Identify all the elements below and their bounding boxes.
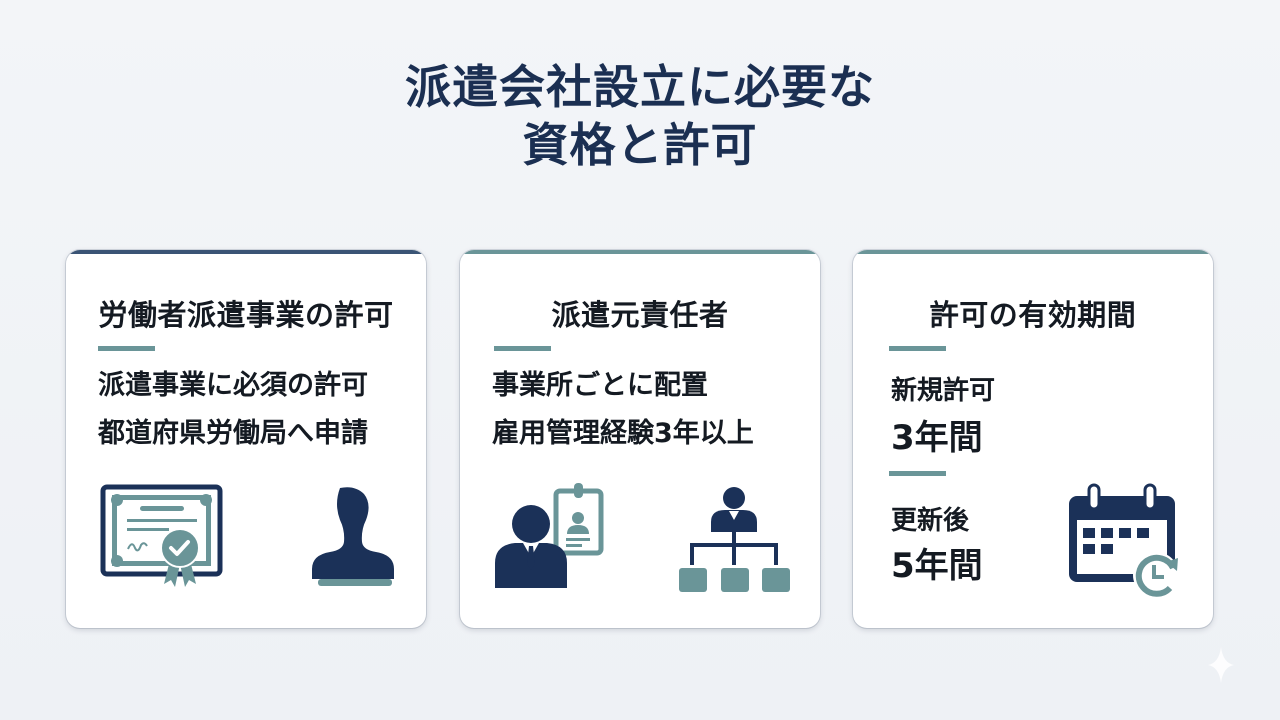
new-license-value: 3年間 [891,418,983,458]
card-dispatch-manager: 派遣元責任者 事業所ごとに配置 雇用管理経験3年以上 [460,250,820,628]
card-title: 労働者派遣事業の許可 [98,298,394,332]
card-license-validity: 許可の有効期間 新規許可 3年間 更新後 5年間 [853,250,1213,628]
certificate-icon [100,484,223,587]
card-line: 都道府県労働局へ申請 [98,418,368,449]
new-license-label: 新規許可 [891,376,996,406]
divider [494,346,551,351]
card-title: 派遣元責任者 [551,298,729,332]
renewal-label: 更新後 [891,506,970,536]
page-title-line-2: 資格と許可 [522,118,758,172]
divider [889,346,946,351]
divider [98,346,155,351]
card-title: 許可の有効期間 [929,298,1137,332]
calendar-renew-icon [1069,483,1179,598]
divider [889,471,946,476]
stamp-icon [312,487,394,586]
card-line: 派遣事業に必須の許可 [98,370,368,401]
card-dispatch-license: 労働者派遣事業の許可 派遣事業に必須の許可 都道府県労働局へ申請 [66,250,426,628]
page-title-line-1: 派遣会社設立に必要な [405,60,875,114]
renewal-value: 5年間 [891,546,983,586]
card-line: 事業所ごとに配置 [492,370,708,401]
person-id-badge-icon [495,483,604,588]
card-line: 雇用管理経験3年以上 [492,418,754,449]
page-title: 派遣会社設立に必要な 資格と許可 [0,58,1280,174]
org-chart-icon [679,487,790,592]
sparkle-icon [1208,647,1234,683]
